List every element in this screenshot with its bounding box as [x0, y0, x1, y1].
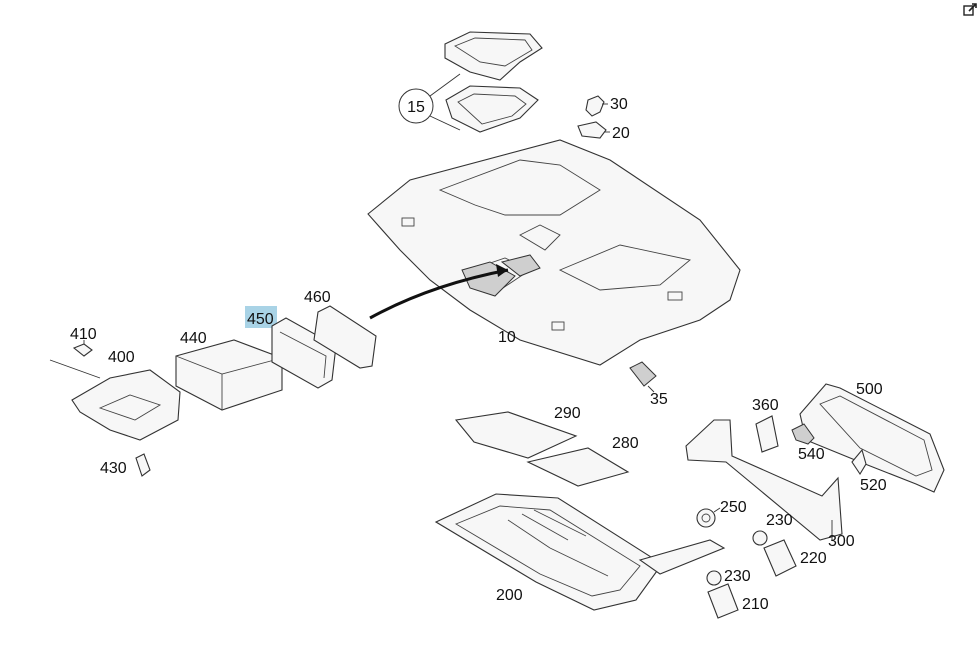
external-edit-icon[interactable]	[962, 2, 978, 18]
callout-540: 540	[798, 446, 825, 463]
part-230-spacer-lower	[706, 570, 722, 586]
part-250-grommet	[696, 507, 721, 528]
callout-500: 500	[856, 381, 883, 398]
arrow-head	[496, 264, 508, 277]
callout-20: 20	[612, 125, 630, 142]
callout-230-upper: 230	[766, 512, 793, 529]
callout-15-circle	[398, 73, 461, 131]
part-30-clip	[585, 95, 608, 117]
part-440-control-unit	[175, 339, 283, 411]
callout-450: 450	[247, 311, 274, 328]
part-20-bracket	[577, 121, 610, 139]
part-460-cover	[313, 305, 377, 369]
part-230-spacer-upper	[752, 530, 768, 546]
callout-410: 410	[70, 326, 97, 343]
callout-360: 360	[752, 397, 779, 414]
callout-15: 15	[407, 99, 425, 116]
callout-220: 220	[800, 550, 827, 567]
part-540-hook	[791, 423, 815, 445]
arrow-450-to-headliner	[369, 268, 509, 320]
part-360-switch	[755, 415, 779, 453]
part-410-screw	[72, 340, 93, 357]
callout-460: 460	[304, 289, 331, 306]
callout-30: 30	[610, 96, 628, 113]
part-500-panel	[799, 383, 945, 493]
callout-400: 400	[108, 349, 135, 366]
callout-210: 210	[742, 596, 769, 613]
callout-300: 300	[828, 533, 855, 550]
callout-290: 290	[554, 405, 581, 422]
callout-250: 250	[720, 499, 747, 516]
part-35-pad	[629, 361, 657, 393]
callout-35: 35	[650, 391, 668, 408]
callout-430: 430	[100, 460, 127, 477]
callout-10: 10	[498, 329, 516, 346]
part-210-bracket	[707, 583, 739, 619]
part-430-screw	[135, 453, 151, 477]
part-400-bracket	[49, 359, 181, 441]
callout-450-highlight	[245, 306, 277, 328]
part-15-overhead-module	[444, 31, 543, 133]
callout-200: 200	[496, 587, 523, 604]
part-10-headliner	[367, 139, 741, 366]
part-300-frame	[685, 419, 843, 541]
part-450-housing	[271, 317, 337, 389]
part-200-tray	[434, 493, 726, 611]
part-280-mat	[526, 447, 630, 487]
callout-440: 440	[180, 330, 207, 347]
callout-520: 520	[860, 477, 887, 494]
part-290-mat	[454, 411, 578, 459]
callout-230-lower: 230	[724, 568, 751, 585]
part-520-clip	[851, 448, 867, 476]
callout-280: 280	[612, 435, 639, 452]
part-220-bracket	[763, 539, 797, 577]
